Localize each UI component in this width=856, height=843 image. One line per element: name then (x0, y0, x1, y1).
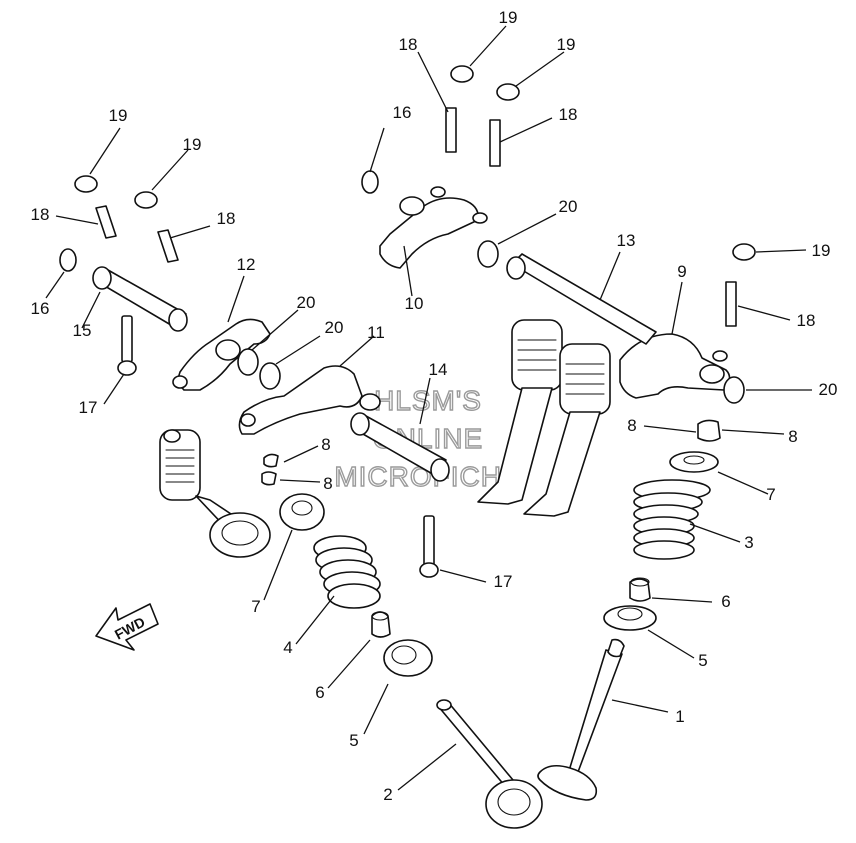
callout-19-a: 19 (109, 106, 128, 125)
callout-18-b: 18 (217, 209, 236, 228)
part-12-rocker-arm (172, 318, 271, 391)
part-20-gasket-b (259, 362, 281, 390)
part-17-bolt-left (117, 315, 137, 376)
part-1-valve (537, 638, 625, 801)
callout-5-left: 5 (349, 731, 358, 750)
callout-1: 1 (675, 707, 684, 726)
part-19-nut-a (74, 175, 98, 193)
part-19-nut-e (732, 243, 756, 261)
part-sleeve-right (523, 343, 611, 517)
callout-8-right-a: 8 (627, 416, 636, 435)
callout-16-top: 16 (393, 103, 412, 122)
part-20-gasket-d (723, 376, 745, 404)
callout-10: 10 (405, 294, 424, 313)
callout-19-d: 19 (557, 35, 576, 54)
watermark: HLSM'S ONLINE MICROFICHE (334, 384, 522, 492)
callout-14: 14 (429, 360, 448, 379)
part-5-retainer-right (603, 605, 657, 631)
callout-19-c: 19 (499, 8, 518, 27)
callout-3: 3 (744, 533, 753, 552)
fwd-arrow: FWD (95, 603, 159, 651)
callout-9: 9 (677, 262, 686, 281)
callout-7-left: 7 (251, 597, 260, 616)
callout-8-left-b: 8 (323, 474, 332, 493)
callout-18-e: 18 (797, 311, 816, 330)
part-10-rocker-arm (379, 186, 488, 269)
part-4-spring (313, 535, 381, 609)
callout-20-a: 20 (297, 293, 316, 312)
part-9-rocker-arm (619, 333, 731, 399)
part-7-seat-left (279, 493, 325, 531)
part-18-stud-c (445, 107, 457, 153)
part-20-gasket-c (477, 240, 499, 268)
part-18-stud-d (489, 119, 501, 167)
part-5-retainer-left (383, 639, 433, 677)
part-17-bolt-mid (419, 515, 439, 578)
callout-13: 13 (617, 231, 636, 250)
part-11-rocker-arm (238, 365, 381, 435)
callout-20-b: 20 (325, 318, 344, 337)
part-8-cotters-left (261, 453, 279, 486)
part-14-rocker-shaft (350, 412, 450, 482)
part-19-nut-b (134, 191, 158, 209)
callout-19-e: 19 (812, 241, 831, 260)
part-19-nut-d (496, 83, 520, 101)
callout-5-right: 5 (698, 651, 707, 670)
part-16-o-ring-top (361, 170, 379, 194)
callout-20-c: 20 (559, 197, 578, 216)
callout-4: 4 (283, 638, 292, 657)
callout-19-b: 19 (183, 135, 202, 154)
part-13-rocker-shaft (506, 253, 657, 345)
part-8-cotters-right (697, 419, 721, 442)
part-2-valve (436, 699, 543, 829)
callout-18-a: 18 (31, 205, 50, 224)
part-18-stud-a (95, 205, 117, 239)
callout-17-left: 17 (79, 398, 98, 417)
part-7-seat-right (669, 451, 719, 473)
callout-2: 2 (383, 785, 392, 804)
part-6-seal-right (629, 577, 651, 602)
callout-16-left: 16 (31, 299, 50, 318)
callout-8-left-a: 8 (321, 435, 330, 454)
part-20-gasket-a (237, 348, 259, 376)
callout-7-right: 7 (766, 485, 775, 504)
part-6-seal-left (371, 611, 391, 638)
callout-15: 15 (73, 321, 92, 340)
callout-17-mid: 17 (494, 572, 513, 591)
part-valve-upper-left (159, 429, 271, 558)
callout-18-d: 18 (559, 105, 578, 124)
part-19-nut-c (450, 65, 474, 83)
leader-lines (45, 25, 812, 791)
callout-11: 11 (367, 323, 385, 342)
part-16-o-ring-left (59, 248, 77, 272)
part-sleeve-left (477, 319, 563, 505)
part-3-spring (633, 479, 711, 560)
callout-12: 12 (237, 255, 256, 274)
callout-numbers: 1 2 3 4 5 5 6 6 7 7 8 8 8 8 9 10 11 12 1… (31, 8, 838, 804)
part-18-stud-e (725, 281, 737, 327)
part-15-rocker-shaft (92, 266, 188, 332)
part-18-stud-b (157, 229, 179, 263)
callout-6-left: 6 (315, 683, 324, 702)
callout-18-c: 18 (399, 35, 418, 54)
callout-6-right: 6 (721, 592, 730, 611)
callout-8-right-b: 8 (788, 427, 797, 446)
callout-20-d: 20 (819, 380, 838, 399)
